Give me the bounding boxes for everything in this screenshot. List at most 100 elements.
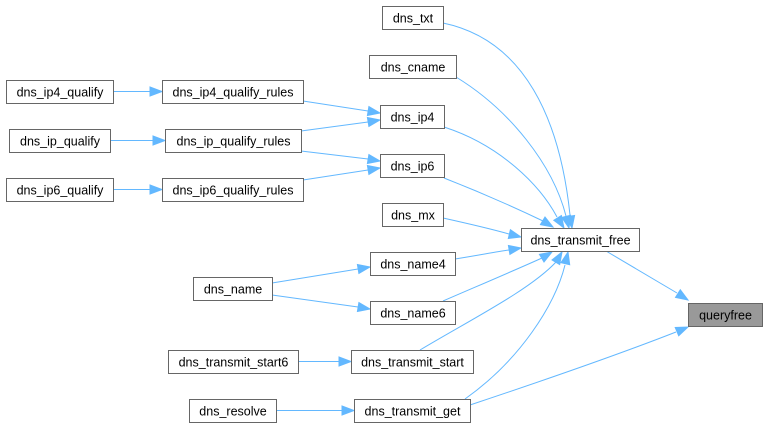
- arrowhead: [356, 301, 372, 313]
- arrowhead: [538, 251, 554, 263]
- node-dns-ip6[interactable]: dns_ip6: [380, 154, 445, 178]
- edge-line: [302, 100, 369, 112]
- edge-dns-ip4-to-dns-transmit-free: [443, 126, 565, 230]
- edge-line: [442, 257, 543, 302]
- node-dns-ip4-qualify-rules[interactable]: dns_ip4_qualify_rules: [162, 80, 304, 104]
- arrowhead: [366, 153, 382, 165]
- edge-line: [300, 150, 369, 160]
- node-dns-mx[interactable]: dns_mx: [382, 203, 444, 227]
- edge-line: [443, 126, 558, 218]
- edges-layer: [110, 22, 690, 416]
- node-label: queryfree: [699, 309, 752, 323]
- node-dns-ip6-qualify-rules[interactable]: dns_ip6_qualify_rules: [162, 178, 304, 202]
- node-label: dns_name6: [380, 307, 445, 321]
- node-box[interactable]: [6, 178, 114, 202]
- node-label: dns_transmit_free: [530, 234, 630, 248]
- edge-line: [469, 331, 677, 406]
- edge-line: [271, 268, 359, 284]
- node-dns-name4[interactable]: dns_name4: [370, 252, 456, 276]
- node-box[interactable]: [6, 80, 114, 104]
- node-dns-ip-qualify-rules[interactable]: dns_ip_qualify_rules: [165, 129, 302, 153]
- node-box[interactable]: [370, 252, 456, 276]
- node-label: dns_mx: [391, 209, 436, 223]
- arrowhead: [149, 86, 164, 97]
- node-dns-transmit-start6[interactable]: dns_transmit_start6: [168, 350, 299, 374]
- node-label: dns_name4: [380, 258, 445, 272]
- edge-line: [419, 261, 557, 351]
- arrowhead: [356, 263, 372, 275]
- arrowhead: [149, 184, 164, 195]
- arrowhead: [539, 216, 555, 228]
- node-box[interactable]: [354, 399, 471, 423]
- node-box[interactable]: [370, 301, 456, 325]
- node-box[interactable]: [165, 129, 302, 153]
- arrowhead: [366, 116, 382, 128]
- node-box[interactable]: [380, 154, 445, 178]
- node-label: dns_name: [204, 283, 262, 297]
- edge-line: [455, 76, 567, 217]
- node-dns-ip6-qualify[interactable]: dns_ip6_qualify: [6, 178, 114, 202]
- node-box[interactable]: [382, 203, 444, 227]
- edge-dns-ip4-qualify-to-dns-ip4-qualify-rules: [113, 86, 164, 97]
- node-box[interactable]: [382, 6, 444, 30]
- edge-dns-ip6-qualify-rules-to-dns-ip6: [302, 164, 382, 181]
- arrowhead: [338, 356, 353, 367]
- node-label: dns_txt: [393, 12, 434, 26]
- edge-line: [454, 249, 510, 260]
- node-queryfree[interactable]: queryfree: [688, 303, 763, 327]
- edge-dns-name-to-dns-name4: [271, 263, 372, 284]
- node-box[interactable]: [162, 178, 304, 202]
- arrowhead: [560, 214, 572, 230]
- edge-dns-txt-to-dns-transmit-free: [442, 22, 576, 230]
- edge-line: [464, 264, 566, 400]
- node-box[interactable]: [380, 105, 445, 129]
- node-label: dns_transmit_start: [361, 356, 464, 370]
- node-label: dns_ip4_qualify_rules: [173, 86, 294, 100]
- node-box[interactable]: [521, 228, 640, 252]
- nodes-layer: dns_txt dns_cname dns_ip4_qualify dns_ip4_q…: [6, 6, 763, 423]
- node-label: dns_cname: [381, 61, 446, 75]
- edge-dns-transmit-start-to-dns-transmit-free: [419, 250, 563, 351]
- node-label: dns_transmit_start6: [179, 356, 289, 370]
- node-label: dns_resolve: [199, 405, 266, 419]
- node-dns-name[interactable]: dns_name: [193, 277, 273, 301]
- arrowhead: [366, 105, 382, 117]
- node-label: dns_ip4: [391, 111, 435, 125]
- edge-line: [300, 121, 369, 132]
- node-box[interactable]: [369, 55, 457, 79]
- node-dns-txt[interactable]: dns_txt: [382, 6, 444, 30]
- node-label: dns_ip_qualify: [20, 135, 101, 149]
- node-label: dns_ip6_qualify: [17, 184, 105, 198]
- arrowhead: [341, 405, 356, 416]
- node-box[interactable]: [193, 277, 273, 301]
- node-dns-cname[interactable]: dns_cname: [369, 55, 457, 79]
- arrowhead: [152, 135, 167, 146]
- node-label: dns_ip6_qualify_rules: [173, 184, 294, 198]
- node-box[interactable]: [168, 350, 299, 374]
- edge-dns-transmit-get-to-queryfree: [469, 326, 690, 406]
- node-dns-resolve[interactable]: dns_resolve: [189, 399, 277, 423]
- node-dns-name6[interactable]: dns_name6: [370, 301, 456, 325]
- node-box[interactable]: [189, 399, 277, 423]
- arrowhead: [551, 250, 563, 266]
- node-box[interactable]: [351, 350, 474, 374]
- node-dns-transmit-start[interactable]: dns_transmit_start: [351, 350, 474, 374]
- edge-line: [443, 177, 544, 222]
- node-dns-ip-qualify[interactable]: dns_ip_qualify: [9, 129, 111, 153]
- node-box[interactable]: [9, 129, 111, 153]
- node-dns-ip4-qualify[interactable]: dns_ip4_qualify: [6, 80, 114, 104]
- arrowhead: [560, 250, 571, 266]
- node-dns-ip4[interactable]: dns_ip4: [380, 105, 445, 129]
- edge-dns-transmit-get-to-dns-transmit-free: [464, 250, 571, 400]
- edge-line: [442, 22, 571, 216]
- edge-dns-name4-to-dns-transmit-free: [454, 244, 523, 260]
- edge-dns-mx-to-dns-transmit-free: [442, 217, 523, 240]
- node-label: dns_ip4_qualify: [17, 86, 105, 100]
- node-dns-transmit-get[interactable]: dns_transmit_get: [354, 399, 471, 423]
- arrowhead: [674, 326, 690, 337]
- node-box[interactable]: [162, 80, 304, 104]
- node-box[interactable]: [688, 303, 763, 327]
- node-dns-transmit-free[interactable]: dns_transmit_free: [521, 228, 640, 252]
- edge-dns-ip-qualify-rules-to-dns-ip6: [300, 150, 382, 165]
- edge-dns-ip6-to-dns-transmit-free: [443, 177, 555, 228]
